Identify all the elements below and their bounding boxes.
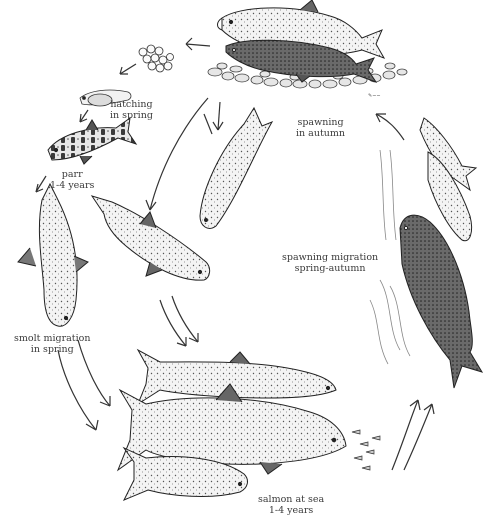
label-spawning-line2: in autumn	[296, 128, 345, 139]
salmon-eggs	[139, 45, 174, 72]
label-salmon-at-sea-line1: salmon at sea	[258, 494, 324, 505]
label-hatching-line2: in spring	[110, 110, 153, 121]
label-parr-line1: parr	[50, 169, 94, 180]
label-smolt-migration-line2: in spring	[14, 344, 91, 355]
label-salmon-at-sea: salmon at sea 1-4 years	[258, 494, 324, 516]
label-smolt-migration-line1: smolt migration	[14, 333, 91, 344]
label-spawning-migration-line2: spring-autumn	[282, 263, 378, 274]
label-spawning-migration-line1: spawning migration	[282, 252, 378, 263]
label-parr: parr 1-4 years	[50, 169, 94, 191]
smolt-vertical-center	[200, 108, 272, 228]
small-prey-fish	[352, 430, 380, 470]
label-salmon-at-sea-line2: 1-4 years	[258, 505, 324, 516]
artist-signature: ✎~~	[368, 93, 381, 99]
label-hatching-line1: hatching	[110, 99, 153, 110]
parr-fish	[48, 118, 136, 164]
smolt-fish	[18, 184, 88, 326]
label-hatching: hatching in spring	[110, 99, 153, 121]
migration-fish-large	[400, 215, 482, 388]
label-spawning-line1: spawning	[296, 117, 345, 128]
label-parr-line2: 1-4 years	[50, 180, 94, 191]
label-spawning-migration: spawning migration spring-autumn	[282, 252, 378, 274]
label-spawning: spawning in autumn	[296, 117, 345, 139]
label-smolt-migration: smolt migration in spring	[14, 333, 91, 355]
